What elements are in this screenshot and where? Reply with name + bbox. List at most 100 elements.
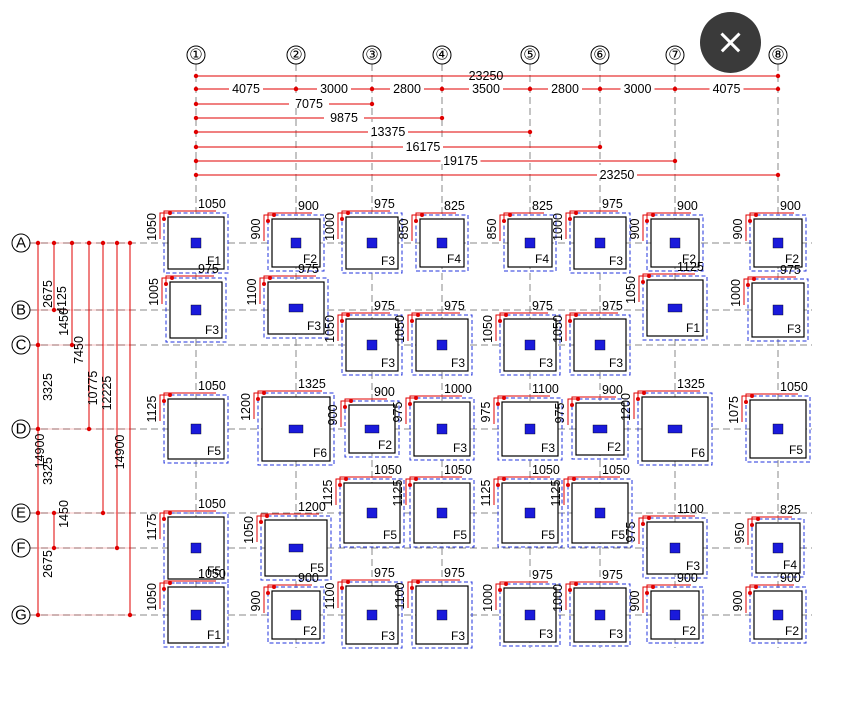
top-span-dim-bg <box>317 82 351 95</box>
footing-height-dim: 975 <box>553 403 567 424</box>
column-section <box>524 423 536 435</box>
height-leader-tick <box>416 313 420 317</box>
column-bubble-label: ⑥ <box>593 47 606 64</box>
top-cum-dim-4-tick <box>597 144 603 150</box>
footing-width-dim: 1050 <box>198 497 226 511</box>
row-bubble-C <box>11 335 31 355</box>
footing-width-dim: 900 <box>677 571 698 585</box>
footing-label: F3 <box>787 322 801 336</box>
left-sub-dim-2-tick <box>51 510 57 516</box>
footing-width-dim: 825 <box>532 199 553 213</box>
footing-width-dim: 1050 <box>198 567 226 581</box>
height-leader <box>259 277 270 304</box>
footing-outline <box>642 275 708 341</box>
width-leader <box>263 275 316 284</box>
column-section <box>592 424 608 434</box>
column-bubble-3 <box>362 45 382 65</box>
footing-width-dim: 1050 <box>532 463 560 477</box>
footing-label: F5 <box>611 528 625 542</box>
footing-label: F5 <box>541 528 555 542</box>
height-leader <box>337 581 348 608</box>
footing-width-dim: 975 <box>444 566 465 580</box>
width-leader-tick <box>343 405 347 409</box>
height-leader-tick <box>416 580 420 584</box>
footing-height-dim: 1005 <box>147 278 161 306</box>
width-leader <box>646 584 691 593</box>
width-leader <box>165 275 214 284</box>
footing-height-dim: 900 <box>731 219 745 240</box>
close-button[interactable] <box>700 12 761 73</box>
width-leader-tick <box>162 399 166 403</box>
footing-label: F3 <box>609 627 623 641</box>
top-cum-dim-bg <box>440 151 481 164</box>
footing-label: F4 <box>447 252 461 266</box>
width-leader-tick <box>340 586 344 590</box>
width-leader-tick <box>340 319 344 323</box>
width-leader-tick <box>162 517 166 521</box>
footing-width-dim: 900 <box>374 385 395 399</box>
footing-label: F4 <box>535 252 549 266</box>
footing-outline <box>571 398 629 460</box>
footing-pad <box>348 404 396 454</box>
top-span-dim-7-tick <box>775 86 781 92</box>
width-leader-tick <box>266 591 270 595</box>
height-leader-tick <box>414 477 418 481</box>
footing-width-dim: 975 <box>532 568 553 582</box>
row-bubble-D <box>11 419 31 439</box>
width-leader <box>497 476 550 485</box>
top-cum-dim-3-tick <box>527 129 533 135</box>
footing-height-dim: 1000 <box>481 584 495 612</box>
width-leader-tick <box>744 400 748 404</box>
footing-outline <box>749 214 807 272</box>
column-section <box>190 237 202 249</box>
height-leader-tick <box>574 313 578 317</box>
column-section <box>288 543 304 553</box>
width-leader <box>411 579 460 588</box>
left-span-dim-2-tick <box>35 342 41 348</box>
width-leader <box>339 476 392 485</box>
footing-height-dim: 1050 <box>481 315 495 343</box>
width-leader <box>747 276 796 285</box>
top-cum-dim-4-tick <box>193 144 199 150</box>
row-bubble-label: G <box>15 607 27 624</box>
top-cum-dim-2-tick <box>193 115 199 121</box>
top-span-dim-text-7: 4075 <box>713 82 741 96</box>
height-leader-tick <box>265 514 269 518</box>
column-bubble-2 <box>286 45 306 65</box>
footing-label: F1 <box>207 254 221 268</box>
column-section <box>436 507 448 519</box>
left-cum-dim-5-tick <box>127 612 133 618</box>
height-leader-tick <box>502 477 506 481</box>
height-leader <box>161 277 172 304</box>
footing-width-dim: 825 <box>780 503 801 517</box>
column-section <box>524 339 536 351</box>
top-cum-dim-bg <box>403 137 443 150</box>
footing-height-dim: 900 <box>249 591 263 612</box>
footing-outline <box>503 214 557 272</box>
width-leader <box>411 312 460 321</box>
footing-width-dim: 975 <box>198 262 219 276</box>
footing-label: F3 <box>381 254 395 268</box>
top-span-dim-1-tick <box>193 86 199 92</box>
footing-width-dim: 900 <box>298 571 319 585</box>
footing-label: F3 <box>381 356 395 370</box>
footing-label: F3 <box>205 323 219 337</box>
left-cum-dim-text-1: 4125 <box>55 286 69 314</box>
footing-label: F2 <box>785 252 799 266</box>
top-span-dim-bg <box>548 82 582 95</box>
top-span-dim-text-1: 4075 <box>232 82 260 96</box>
height-leader <box>493 397 504 424</box>
footing-height-dim: 850 <box>485 219 499 240</box>
row-bubble-label: A <box>16 235 26 252</box>
footing-width-dim: 1050 <box>602 463 630 477</box>
top-cum-dim-text-4: 16175 <box>406 140 441 154</box>
